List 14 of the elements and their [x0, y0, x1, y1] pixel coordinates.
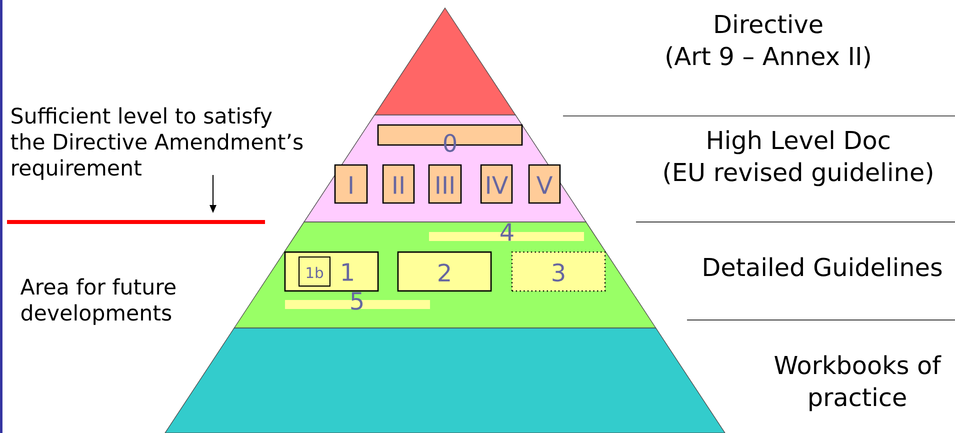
box: 1b: [298, 256, 330, 287]
box: I: [334, 164, 368, 204]
box: 3: [511, 251, 606, 292]
box: 2: [397, 251, 492, 292]
side-label: High Level Doc (EU revised guideline): [664, 130, 932, 186]
box: V: [528, 164, 561, 204]
side-label: Workbooks of practice: [774, 355, 942, 412]
note-text: Area for future developments: [20, 278, 176, 325]
box: II: [382, 164, 415, 204]
box: IV: [480, 164, 513, 204]
side-label: Detailed Guidelines: [704, 257, 942, 276]
side-label: Directive (Art 9 – Annex II): [666, 14, 870, 68]
note-text: Sufficient level to satisfy the Directive Amendment’s requirement: [10, 107, 303, 180]
box: III: [428, 164, 462, 204]
